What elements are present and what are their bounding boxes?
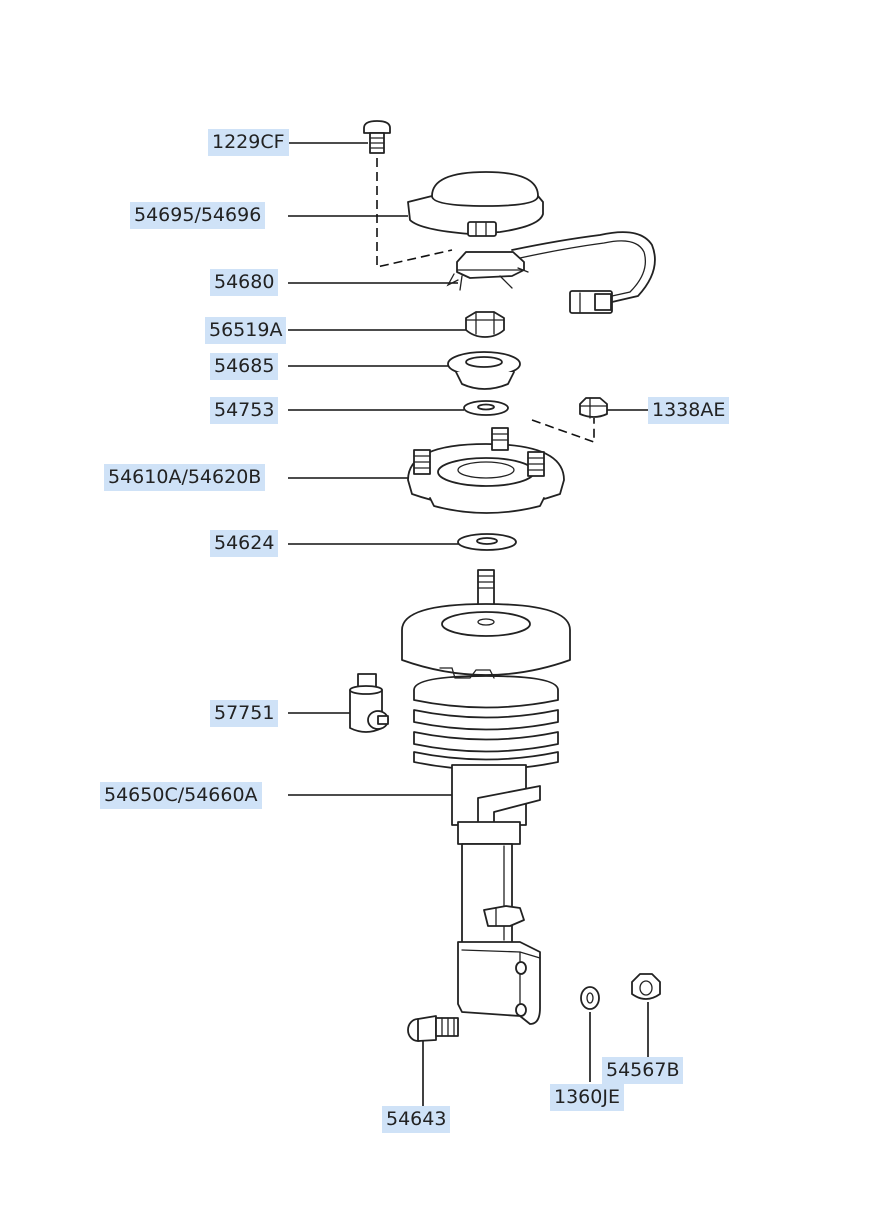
label-54624[interactable]: 54624 bbox=[210, 530, 279, 557]
strut-54650C bbox=[401, 569, 571, 1025]
label-54680[interactable]: 54680 bbox=[210, 269, 279, 296]
label-54610A[interactable]: 54610A/54620B bbox=[104, 464, 266, 491]
washer-54753 bbox=[463, 400, 509, 416]
assembly-center-lines bbox=[376, 158, 595, 444]
label-1338AE[interactable]: 1338AE bbox=[648, 397, 730, 424]
label-54650C[interactable]: 54650C/54660A bbox=[100, 782, 262, 809]
sensor-54680 bbox=[446, 231, 656, 314]
label-54685[interactable]: 54685 bbox=[210, 353, 279, 380]
label-1360JE[interactable]: 1360JE bbox=[550, 1084, 624, 1111]
washer-54624 bbox=[457, 533, 517, 551]
leader-lines bbox=[288, 142, 650, 1106]
mount-54610A bbox=[407, 427, 565, 514]
screw-1229CF bbox=[363, 120, 391, 154]
fitting-57751 bbox=[349, 673, 389, 733]
label-1229CF[interactable]: 1229CF bbox=[208, 129, 289, 156]
label-54567B[interactable]: 54567B bbox=[602, 1057, 684, 1084]
label-57751[interactable]: 57751 bbox=[210, 700, 279, 727]
label-54753[interactable]: 54753 bbox=[210, 397, 279, 424]
label-54643[interactable]: 54643 bbox=[382, 1106, 451, 1133]
nut-56519A bbox=[465, 311, 505, 338]
nut-1338AE bbox=[579, 397, 608, 419]
bolt-54643 bbox=[407, 1015, 459, 1042]
seat-54685 bbox=[447, 351, 521, 390]
washer-1360JE bbox=[580, 986, 600, 1010]
nut-54567B bbox=[631, 973, 661, 1000]
label-56519A[interactable]: 56519A bbox=[205, 317, 287, 344]
label-54695[interactable]: 54695/54696 bbox=[130, 202, 266, 229]
cap-54695 bbox=[407, 171, 544, 237]
